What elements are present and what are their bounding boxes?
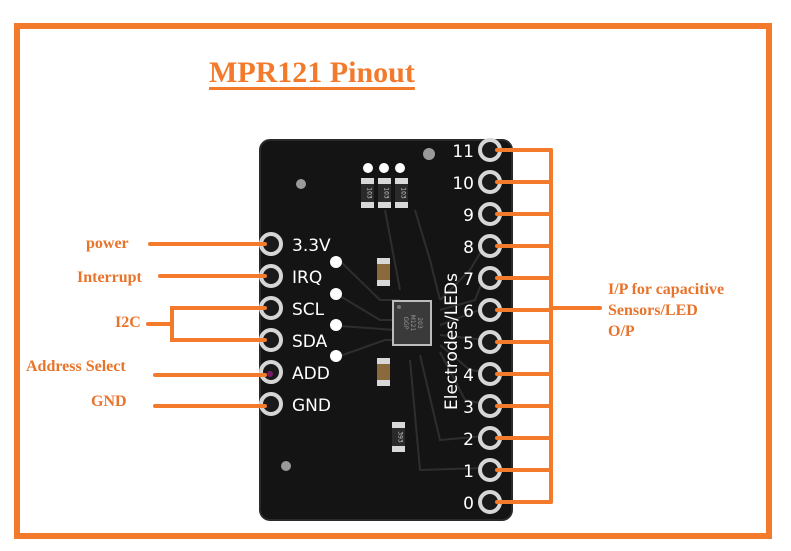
- pin-label-3v3: 3.3V: [292, 236, 331, 256]
- address-dot: [267, 371, 273, 377]
- mounting-hole: [423, 148, 435, 160]
- pad: [395, 163, 405, 173]
- pin-label-irq: IRQ: [292, 268, 322, 288]
- svg-text:GGP: GGP: [402, 317, 409, 330]
- pin-label-7: 7: [463, 270, 474, 290]
- pin-label-3: 3: [463, 398, 474, 418]
- pin-label-4: 4: [463, 366, 474, 386]
- orange-frame: [14, 23, 772, 539]
- i2c-label: I2C: [115, 314, 141, 331]
- pad: [330, 319, 342, 331]
- power-label: power: [86, 235, 129, 252]
- pin-label-add: ADD: [292, 364, 330, 384]
- pad: [330, 288, 342, 300]
- svg-text:103: 103: [383, 187, 390, 199]
- interrupt-label: Interrupt: [77, 269, 142, 286]
- electrodes-leds-text: Electrodes/LEDs: [442, 273, 462, 410]
- pin-label-9: 9: [463, 206, 474, 226]
- pin-label-10: 10: [452, 174, 474, 194]
- pin-label-6: 6: [463, 302, 474, 322]
- svg-text:393: 393: [397, 431, 404, 443]
- pin-label-gnd: GND: [292, 396, 331, 416]
- pin-label-5: 5: [463, 334, 474, 354]
- capacitive-io-label: I/P for capacitive Sensors/LED O/P: [608, 281, 725, 340]
- pin-label-0: 0: [463, 494, 474, 514]
- resistor: 393: [392, 422, 405, 452]
- resistor: 103: [378, 178, 391, 208]
- left-connector-lines: [146, 242, 267, 408]
- resistor: 103: [395, 178, 408, 208]
- pad: [330, 350, 342, 362]
- pin-label-scl: SCL: [292, 300, 325, 320]
- pin-label-11: 11: [452, 142, 474, 162]
- capacitor: [377, 258, 390, 286]
- mounting-hole: [281, 461, 291, 471]
- pad: [363, 163, 373, 173]
- left-header: [259, 232, 283, 416]
- svg-text:103: 103: [366, 187, 373, 199]
- svg-text:M121: M121: [409, 315, 416, 332]
- address-select-label: Address Select: [26, 358, 126, 375]
- gnd-label: GND: [91, 393, 127, 410]
- pin-label-8: 8: [463, 238, 474, 258]
- pin-label-2: 2: [463, 430, 474, 450]
- right-connector-lines: [495, 148, 602, 504]
- svg-text:203: 203: [416, 317, 423, 329]
- pin-label-sda: SDA: [292, 332, 328, 352]
- svg-text:103: 103: [400, 187, 407, 199]
- i2c-bracket: [170, 306, 267, 342]
- right-header: [478, 138, 502, 514]
- page-title: MPR121 Pinout: [209, 56, 415, 89]
- pad: [330, 256, 342, 268]
- mounting-hole: [296, 179, 306, 189]
- capacitor: [377, 358, 390, 386]
- resistor: 103: [361, 178, 374, 208]
- pad: [379, 163, 389, 173]
- pin-label-1: 1: [463, 462, 474, 482]
- mpr121-chip: 203 M121 GGP: [392, 300, 432, 346]
